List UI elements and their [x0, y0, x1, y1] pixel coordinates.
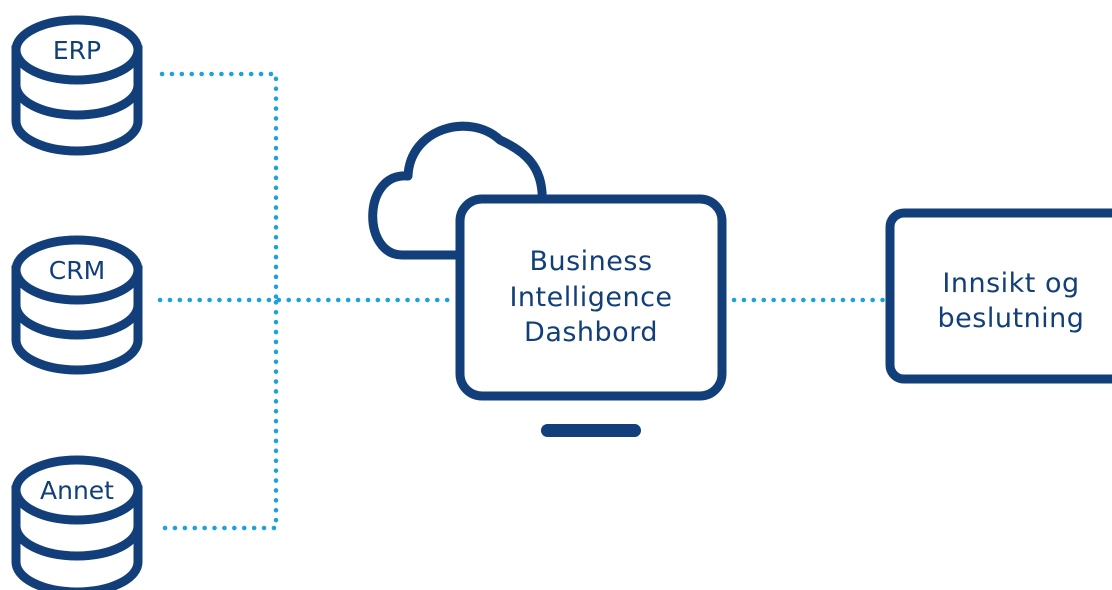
database-label-crm: CRM [49, 256, 105, 285]
output-box: Innsikt og beslutning [885, 208, 1112, 384]
dashboard-monitor: Business Intelligence Dashbord [455, 194, 727, 437]
monitor-icon [455, 194, 727, 437]
dashboard-label-line-1: Business [529, 246, 652, 277]
output-label-line-1: Innsikt og [942, 268, 1079, 299]
database-crm: CRM [11, 235, 143, 375]
monitor-stand [541, 424, 641, 437]
connector-annet [162, 297, 279, 531]
database-icon [11, 15, 143, 156]
database-icon [11, 235, 143, 375]
output-label-line-2: beslutning [938, 303, 1085, 334]
connector-erp [159, 71, 279, 303]
dashboard-label-line-2: Intelligence [509, 282, 672, 313]
database-annet: Annet [11, 455, 143, 590]
database-label-erp: ERP [53, 36, 101, 65]
dashboard-label-line-3: Dashbord [524, 317, 658, 348]
database-erp: ERP [11, 15, 143, 156]
database-icon [11, 455, 143, 590]
database-label-annet: Annet [40, 476, 114, 505]
connectors [157, 71, 889, 531]
